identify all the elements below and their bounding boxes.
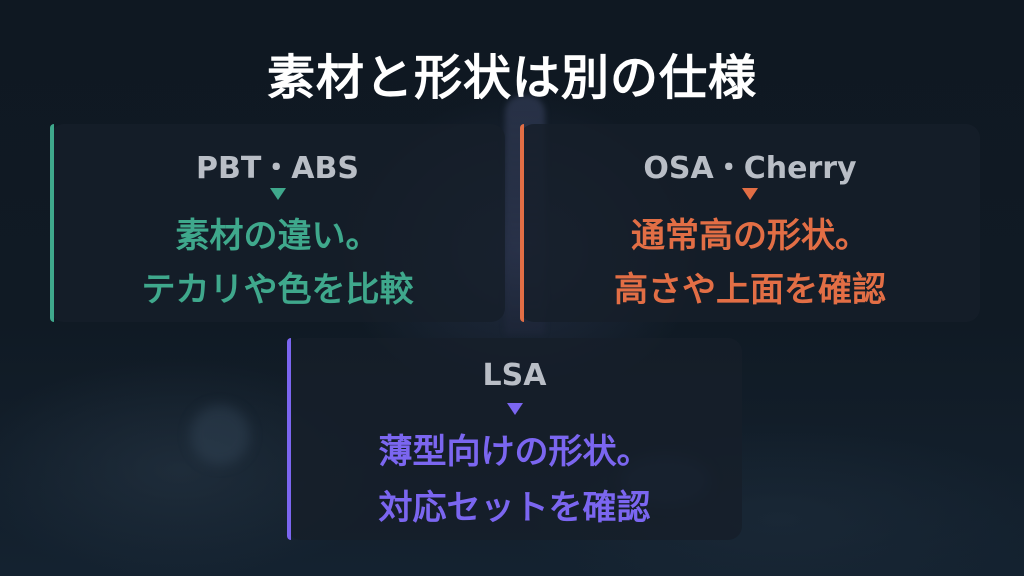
background-light <box>190 405 250 465</box>
lsa-card: LSA 薄型向けの形状。 対応セットを確認 <box>287 338 742 540</box>
shape-accent-bar <box>520 124 524 322</box>
material-accent-bar <box>50 124 54 322</box>
material-description-line-2: テカリや色を比較 <box>141 270 414 310</box>
lsa-label: LSA <box>482 358 547 393</box>
material-description-line-1: 素材の違い。 <box>175 216 380 256</box>
shape-label: OSA・Cherry <box>643 151 857 186</box>
shape-card: OSA・Cherry 通常高の形状。 高さや上面を確認 <box>520 124 980 322</box>
material-label: PBT・ABS <box>195 151 359 186</box>
lsa-description-line-2: 対応セットを確認 <box>378 488 651 528</box>
lsa-description-line-1: 薄型向けの形状。 <box>378 432 651 472</box>
down-arrow-icon <box>269 188 286 200</box>
page-title: 素材と形状は別の仕様 <box>266 50 757 106</box>
shape-description-line-2: 高さや上面を確認 <box>614 270 886 310</box>
shape-description-line-1: 通常高の形状。 <box>631 216 869 256</box>
lsa-accent-bar <box>287 338 291 540</box>
material-card: PBT・ABS 素材の違い。 テカリや色を比較 <box>50 124 505 322</box>
down-arrow-icon <box>742 188 758 200</box>
down-arrow-icon <box>506 403 523 415</box>
